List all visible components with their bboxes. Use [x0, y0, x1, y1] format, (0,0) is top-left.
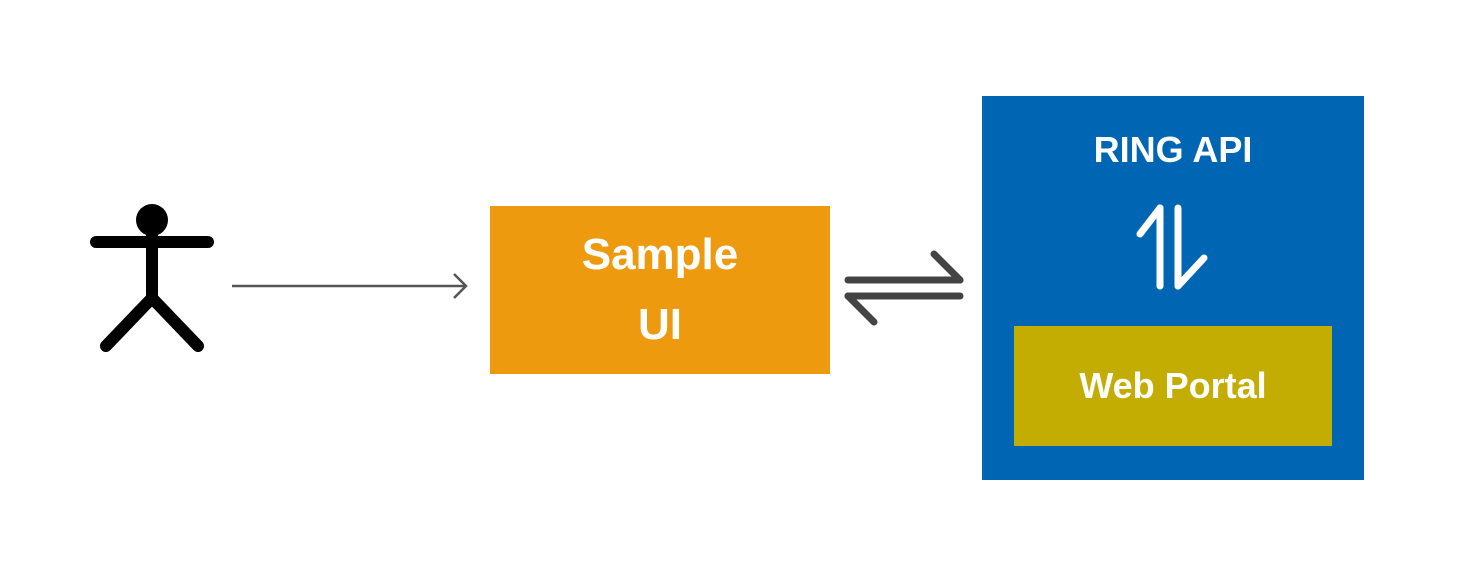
- actor-right-leg: [146, 292, 204, 352]
- sample-ui-box: Sample UI: [490, 206, 830, 374]
- arrow-right-icon: [232, 273, 468, 299]
- ring-api-title: RING API: [1093, 129, 1253, 170]
- actor-left-leg: [100, 292, 158, 352]
- web-portal-box: Web Portal: [1014, 326, 1332, 446]
- stick-figure-icon: [90, 204, 214, 352]
- sample-ui-label: Sample UI: [581, 230, 739, 349]
- ui-api-exchange-arrows: [842, 248, 966, 328]
- actor: [86, 200, 218, 360]
- ring-api-internal-arrows: [1132, 200, 1212, 294]
- web-portal-label: Web Portal: [1079, 365, 1267, 406]
- actor-to-ui-arrow: [230, 270, 472, 302]
- up-down-arrows-icon: [1136, 204, 1208, 290]
- bidirectional-arrows-icon: [844, 250, 964, 326]
